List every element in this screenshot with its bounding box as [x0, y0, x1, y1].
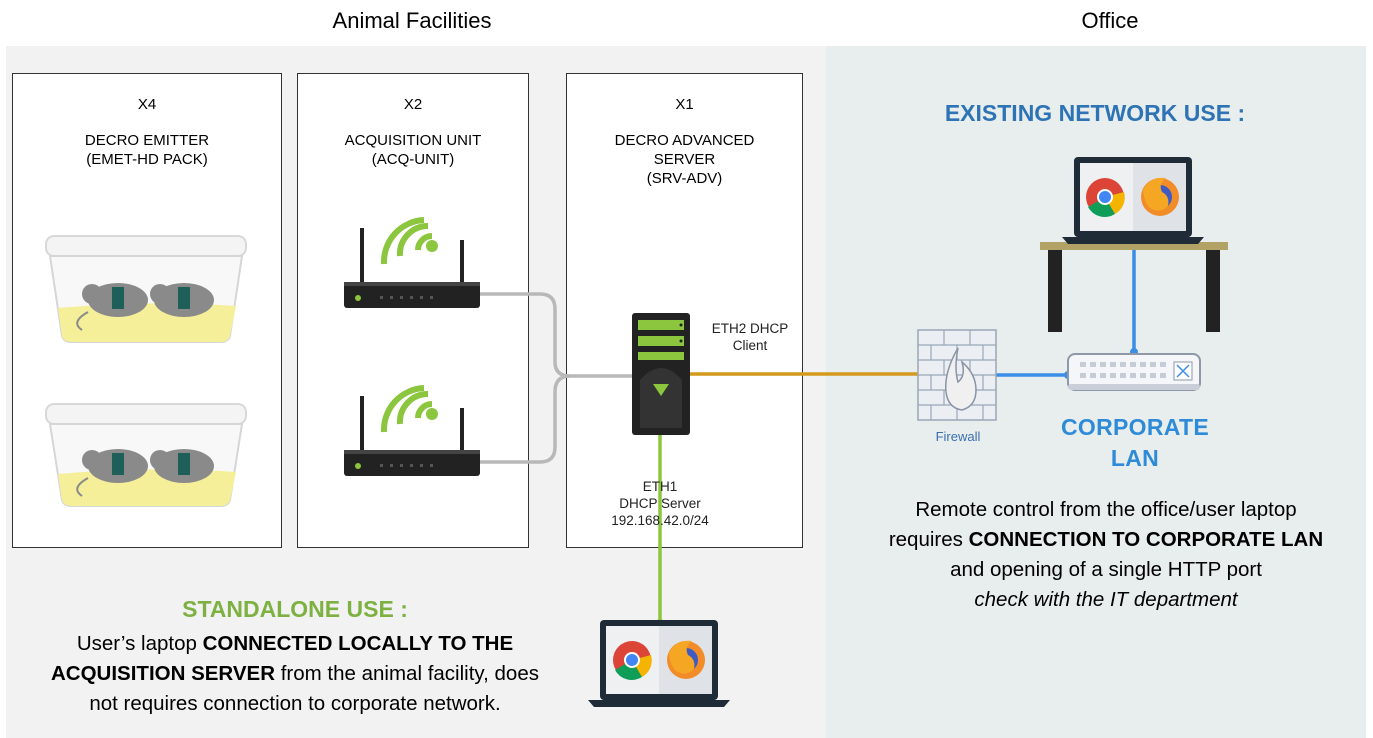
wifi-router-icon	[344, 385, 480, 476]
existing-line-1: Remote control from the office/user lapt…	[915, 498, 1297, 521]
existing-network-heading: EXISTING NETWORK USE :	[944, 100, 1246, 126]
existing-line-2-prefix: requires	[888, 528, 969, 551]
existing-line-2-bold: CONNECTION TO CORPORATE LAN	[968, 528, 1324, 551]
server-code: (SRV-ADV)	[646, 170, 723, 187]
standalone-line-1-bold: CONNECTED LOCALLY TO THE	[202, 632, 514, 655]
standalone-line-2-bold: ACQUISITION SERVER	[51, 662, 276, 685]
eth1-label-2: DHCP Server	[619, 496, 701, 511]
acquisition-code: (ACQ-UNIT)	[371, 151, 455, 168]
acquisition-count: X2	[403, 96, 423, 113]
eth2-label-2: Client	[732, 338, 768, 353]
standalone-line-3: not requires connection to corporate net…	[89, 692, 501, 715]
server-name: DECRO ADVANCED	[614, 132, 755, 149]
existing-line-3: and opening of a single HTTP port	[950, 558, 1262, 581]
office-title: Office	[1081, 8, 1139, 33]
eth1-label: ETH1	[642, 479, 678, 494]
router-to-server-links	[478, 292, 640, 464]
server-name-2: SERVER	[653, 151, 716, 168]
server-tower-icon	[632, 313, 690, 435]
firefox-icon	[667, 640, 705, 679]
chrome-icon	[613, 641, 652, 681]
standalone-line-1-prefix: User’s laptop	[76, 632, 203, 655]
mouse-cage-icon	[45, 403, 247, 507]
emitter-code: (EMET-HD PACK)	[86, 151, 208, 168]
wifi-router-icon	[344, 217, 480, 308]
animal-facilities-title: Animal Facilities	[332, 8, 492, 33]
firewall-icon	[917, 329, 997, 421]
server-count: X1	[675, 96, 694, 113]
emitter-name: DECRO EMITTER	[84, 132, 210, 149]
laptop-icon	[588, 620, 730, 707]
firefox-icon	[1141, 177, 1179, 216]
corporate-lan-label: CORPORATE	[1061, 414, 1209, 440]
standalone-heading: STANDALONE USE :	[182, 596, 408, 622]
eth2-label: ETH2 DHCP	[711, 321, 789, 336]
network-switch-icon	[1067, 353, 1201, 391]
laptop-icon	[1062, 157, 1204, 244]
firewall-label: Firewall	[935, 429, 981, 444]
acquisition-name: ACQUISITION UNIT	[344, 132, 482, 149]
existing-line-4: check with the IT department	[974, 588, 1238, 611]
emitter-count: X4	[137, 96, 157, 113]
eth1-subnet: 192.168.42.0/24	[611, 513, 709, 528]
mouse-cage-icon	[45, 235, 247, 343]
corporate-lan-label-2: LAN	[1110, 445, 1160, 471]
server-box	[566, 73, 803, 548]
desk-icon	[1040, 242, 1228, 332]
chrome-icon	[1086, 178, 1125, 218]
standalone-line-2-suffix: from the animal facility, does	[275, 662, 539, 685]
